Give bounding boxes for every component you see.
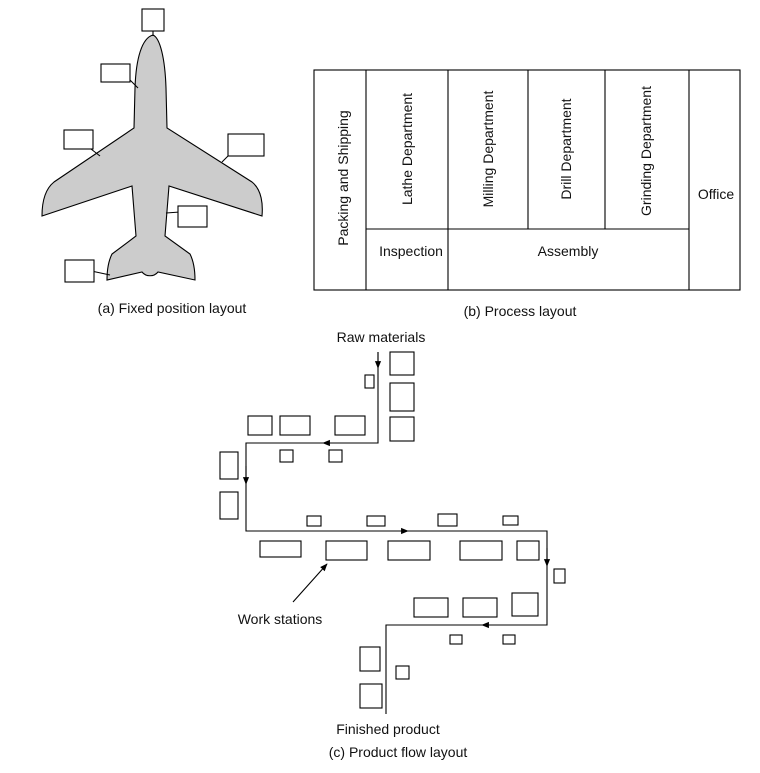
dept-grinding: Grinding Department <box>638 86 654 216</box>
airplane-shape <box>41 34 263 281</box>
work-station-box <box>359 646 381 672</box>
work-station-box <box>366 515 386 527</box>
raw-materials-label: Raw materials <box>337 329 426 345</box>
work-station-box <box>502 634 516 645</box>
work-station-box <box>141 8 165 32</box>
work-station-box <box>364 374 375 389</box>
work-station-box <box>359 683 383 709</box>
work-station-box <box>247 415 273 436</box>
caption-fixed-position: (a) Fixed position layout <box>98 300 247 316</box>
work-station-box <box>395 665 410 680</box>
product-flow-layout: Raw materials <box>219 329 566 760</box>
work-station-box <box>516 540 540 561</box>
work-station-box <box>100 63 131 83</box>
dept-inspection: Inspection <box>379 243 443 259</box>
work-station-box <box>227 133 265 157</box>
work-station-box <box>279 415 311 436</box>
finished-product-label: Finished product <box>336 721 440 737</box>
fixed-position-layout: (a) Fixed position layout <box>41 8 265 316</box>
dept-milling: Milling Department <box>480 91 496 208</box>
dept-assembly: Assembly <box>538 243 599 259</box>
work-station-box <box>502 515 519 526</box>
work-station-box <box>459 540 503 561</box>
work-stations-label: Work stations <box>238 611 323 627</box>
caption-process-layout: (b) Process layout <box>464 303 577 319</box>
work-station-box <box>449 634 463 645</box>
work-station-box <box>219 451 239 480</box>
dept-packing-shipping: Packing and Shipping <box>335 110 351 245</box>
work-station-box <box>177 205 208 228</box>
work-station-box <box>553 568 566 584</box>
work-station-box <box>389 382 415 412</box>
work-station-box <box>306 515 322 527</box>
work-station-box <box>389 416 415 442</box>
work-station-box <box>328 449 343 463</box>
work-station-box <box>413 597 449 618</box>
work-station-box <box>437 513 458 527</box>
work-station-box <box>63 129 94 150</box>
caption-product-flow: (c) Product flow layout <box>329 744 468 760</box>
process-layout: Packing and Shipping Lathe Department Mi… <box>313 69 741 319</box>
work-station-box <box>279 449 294 463</box>
work-station-box <box>389 351 415 376</box>
work-station-box <box>325 540 368 561</box>
work-station-box <box>387 540 431 561</box>
work-station-box <box>259 540 302 558</box>
work-station-box <box>511 592 539 617</box>
work-station-box <box>462 597 498 618</box>
work-station-box <box>334 415 366 436</box>
work-station-box <box>64 259 95 283</box>
work-station-box <box>219 491 239 520</box>
dept-office: Office <box>698 186 735 202</box>
dept-drill: Drill Department <box>558 98 574 199</box>
process-layout-frame <box>313 69 741 291</box>
dept-lathe: Lathe Department <box>399 93 415 205</box>
work-stations-pointer <box>292 563 328 603</box>
